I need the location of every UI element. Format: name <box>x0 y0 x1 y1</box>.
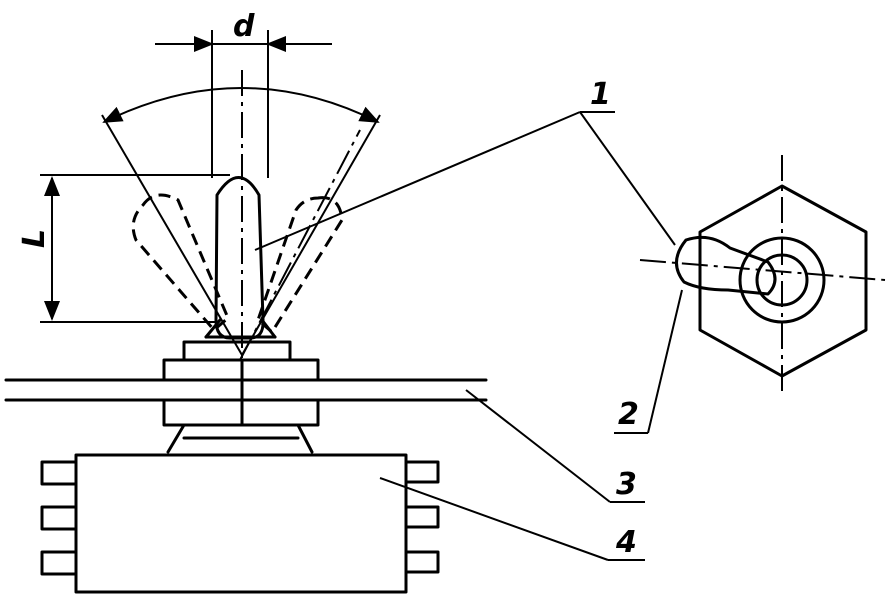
terminal-right-bottom <box>404 550 440 574</box>
lever-top <box>675 235 777 296</box>
terminal-right-top <box>404 460 440 484</box>
top-view <box>639 155 886 395</box>
terminal-left-bottom <box>40 550 78 576</box>
lever-right-position <box>256 196 344 335</box>
switch-body <box>40 453 440 594</box>
terminal-right-mid <box>404 505 440 529</box>
terminal-left-mid <box>40 505 78 531</box>
lever-center <box>204 176 277 340</box>
terminal-left-top <box>40 460 78 486</box>
mounting-panel <box>4 378 488 402</box>
right-swing-axis <box>239 129 361 361</box>
swing-angle <box>101 87 381 356</box>
part-number-4: 4 <box>615 525 637 560</box>
leader-2: 2 <box>614 289 683 434</box>
dimension-d: d <box>155 9 332 178</box>
dimension-l: L <box>17 174 230 323</box>
leader-1: 1 <box>254 77 676 251</box>
bushing-outer-circle <box>738 236 826 324</box>
dimension-l-label: L <box>17 229 52 248</box>
part-number-3: 3 <box>616 467 637 502</box>
dimension-d-label: d <box>233 9 255 44</box>
part-number-2: 2 <box>618 397 639 432</box>
leader-4: 4 <box>379 477 645 561</box>
part-number-1: 1 <box>590 77 611 112</box>
lever-left-position <box>131 193 230 333</box>
leader-3: 3 <box>465 389 645 503</box>
